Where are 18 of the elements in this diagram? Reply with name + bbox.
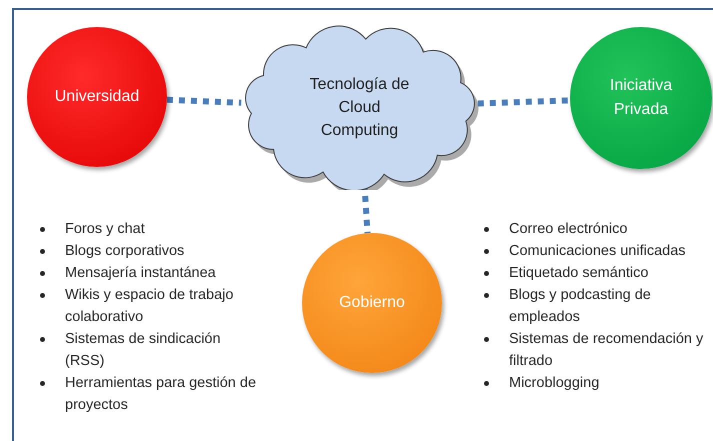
list-item: Microblogging — [509, 374, 600, 393]
list-item: Sistemas de recomendación y filtrado — [509, 330, 704, 371]
list-item: Sistemas de sindicación (RSS) — [65, 330, 222, 371]
list-item: Etiquetado semántico — [509, 264, 648, 283]
dotted-connector — [478, 97, 570, 106]
list-item: Correo electrónico — [509, 220, 628, 239]
node-label: Gobierno — [339, 293, 405, 313]
list-item: Wikis y espacio de trabajo colaborativo — [65, 286, 234, 327]
node-label: Tecnología de Cloud Computing — [310, 75, 410, 141]
node-label: Iniciativa Privada — [608, 76, 674, 120]
list-item: Blogs corporativos — [65, 242, 184, 261]
list-item: Mensajería instantánea — [65, 264, 216, 283]
list-item: Foros y chat — [65, 220, 145, 239]
node-label: Universidad — [54, 87, 140, 107]
list-item: Comunicaciones unificadas — [509, 242, 686, 261]
list-item: Herramientas para gestión de proyectos — [65, 374, 258, 415]
list-item: Blogs y podcasting de empleados — [509, 286, 652, 327]
dotted-connector — [166, 96, 242, 106]
